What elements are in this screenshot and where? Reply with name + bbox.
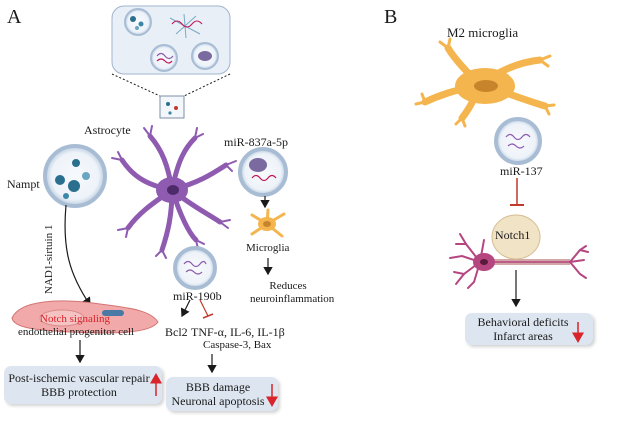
mir-837-vesicle <box>238 147 288 197</box>
notch1-receptor <box>491 214 541 260</box>
microglia-label: Microglia <box>246 242 290 254</box>
notch-signaling-label: Notch signaling <box>40 313 110 325</box>
mir-190b-vesicle <box>173 246 217 290</box>
m2-microglia-title: M2 microglia <box>447 25 519 40</box>
exosome-inset <box>111 5 231 119</box>
neuronal-apoptosis-line: Neuronal apoptosis <box>171 394 265 409</box>
nampt-vesicle <box>43 144 107 208</box>
mir-137-vesicle <box>494 117 542 165</box>
notch1-label: Notch1 <box>495 228 531 242</box>
nampt-label: Nampt <box>7 177 40 191</box>
vascular-repair-line: Post-ischemic vascular repair <box>8 371 150 385</box>
infarct-areas-line: Infarct areas <box>493 329 553 344</box>
bbb-damage-line: BBB damage <box>185 380 251 394</box>
vascular-repair-text: Post-ischemic vascular repair BBB protec… <box>4 371 154 400</box>
bcl2-label: Bcl2 <box>165 325 188 339</box>
microglia-small <box>250 208 286 238</box>
mir-190b-label: miR-190b <box>173 289 222 303</box>
panel-label-b: B <box>384 6 398 28</box>
bbb-protection-line: BBB protection <box>41 385 117 400</box>
endothelial-label: endothelial progenitor cell <box>18 326 135 338</box>
m2-microglia-cell <box>414 37 556 128</box>
mir-837-label: miR-837a-5p <box>224 135 288 149</box>
neuroinflammation-label: neuroinflammation <box>250 293 335 305</box>
behavioral-deficits-line: Behavioral deficits <box>477 315 569 329</box>
bbb-damage-text: BBB damage Neuronal apoptosis <box>166 380 270 409</box>
behavioral-text: Behavioral deficits Infarct areas <box>465 315 581 344</box>
mir-137-label: miR-137 <box>500 164 543 178</box>
nampt-arrow <box>64 204 91 306</box>
astrocyte-label: Astrocyte <box>84 123 131 137</box>
result-box-behavioral <box>465 313 593 345</box>
caspase-label: Caspase-3, Bax <box>203 339 272 351</box>
astrocyte-cell <box>111 125 237 259</box>
result-box-vascular-repair <box>4 366 162 404</box>
endothelial-cell <box>11 300 159 334</box>
panel-label-a: A <box>7 6 22 28</box>
cytokines-label: TNF-α, IL-6, IL-1β <box>191 325 285 339</box>
neuron-cell <box>449 233 589 289</box>
result-box-bbb-damage <box>166 377 278 411</box>
nad-sirtuin-label: NAD1-sirtuin 1 <box>43 224 55 294</box>
reduces-label: Reduces <box>269 280 307 292</box>
